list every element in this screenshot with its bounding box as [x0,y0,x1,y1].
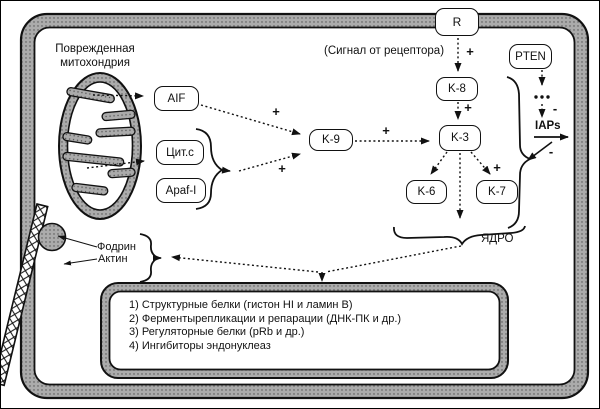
node-k9: K-9 [309,129,353,151]
arrow-brace-out [220,166,231,174]
node-aif: AIF [154,86,199,111]
arrow-mito-aif [92,92,144,100]
pten-dots [534,95,550,99]
node-k9-label: K-9 [322,134,340,146]
arrow-mito-cytc [86,158,145,169]
actin-label: Актин [98,253,128,265]
minus-sign-iaps-caspases: - [548,144,554,159]
node-k8: K-8 [436,77,478,101]
node-apaf: Apaf-I [156,178,206,203]
plus-sign-apoptosome-k9: + [278,161,286,176]
actin-filament [1,203,49,387]
mitochondria-label-line2: митохондрия [60,57,130,69]
fodrin-circle [37,222,67,252]
node-k3: K-3 [439,125,481,151]
arrow-junction-cytoskeleton [171,254,319,273]
substrate-item-2: 2) Ферментырепликации и репарации (ДНК-П… [129,312,402,325]
brace-nucleus-bottom [393,225,526,246]
iaps-label: IAPs [535,120,561,132]
nucleus-label: ЯДРО [481,233,514,245]
mitochondria-label-line1: Поврежденная [55,43,135,55]
plus-sign-receptor-k8: + [466,44,474,59]
mitochondria-cristae [62,87,136,196]
node-k3-label: K-3 [451,132,469,144]
arrow-apoptosome-k9 [238,152,301,172]
node-k6-label: K-6 [417,186,436,198]
mitochondria [58,72,142,220]
plus-sign-k8-k3: + [464,100,472,115]
minus-sign-pten-iaps: - [552,101,558,116]
node-pten-label: PTEN [515,50,546,63]
fodrin-label: Фодрин [97,241,136,253]
substrate-list: 1) Структурные белки (гистон HI и ламин … [129,299,401,353]
substrate-item-3: 3) Регуляторные белки (pRb и др.) [129,326,305,338]
substrate-item-4: 4) Ингибиторы эндонуклеаз [129,339,271,352]
substrate-box-frame [100,282,509,379]
mitochondria-label: Поврежденная митохондрия [39,42,151,70]
node-k8-label: K-8 [448,83,466,95]
arrow-iaps-caspases [527,141,553,161]
arrow-aif-k9 [200,104,301,136]
arrow-k3-k7 [470,151,491,175]
pointer-fodrin-label [57,235,98,248]
plus-sign-aif-k9: + [272,104,280,119]
node-k7-label: K-7 [488,186,506,198]
node-k7: K-7 [476,180,518,204]
node-cyt-c-label: Цит.с [166,146,194,159]
node-pten: PTEN [509,44,552,69]
node-receptor-label: R [452,15,462,29]
node-apaf-label: Apaf-I [165,184,197,197]
substrate-item-1: 1) Структурные белки (гистон HI и ламин … [129,299,353,311]
node-aif-label: AIF [167,92,186,105]
plus-sign-k3-k7: + [493,160,501,175]
receptor-signal-label: (Сигнал от рецептора) [324,45,445,57]
node-receptor: R [435,8,479,36]
node-k6: K-6 [406,180,447,204]
node-cyt-c: Цит.с [156,140,204,165]
pointer-actin-label [63,258,98,266]
plus-sign-k9-k3: + [382,123,390,138]
